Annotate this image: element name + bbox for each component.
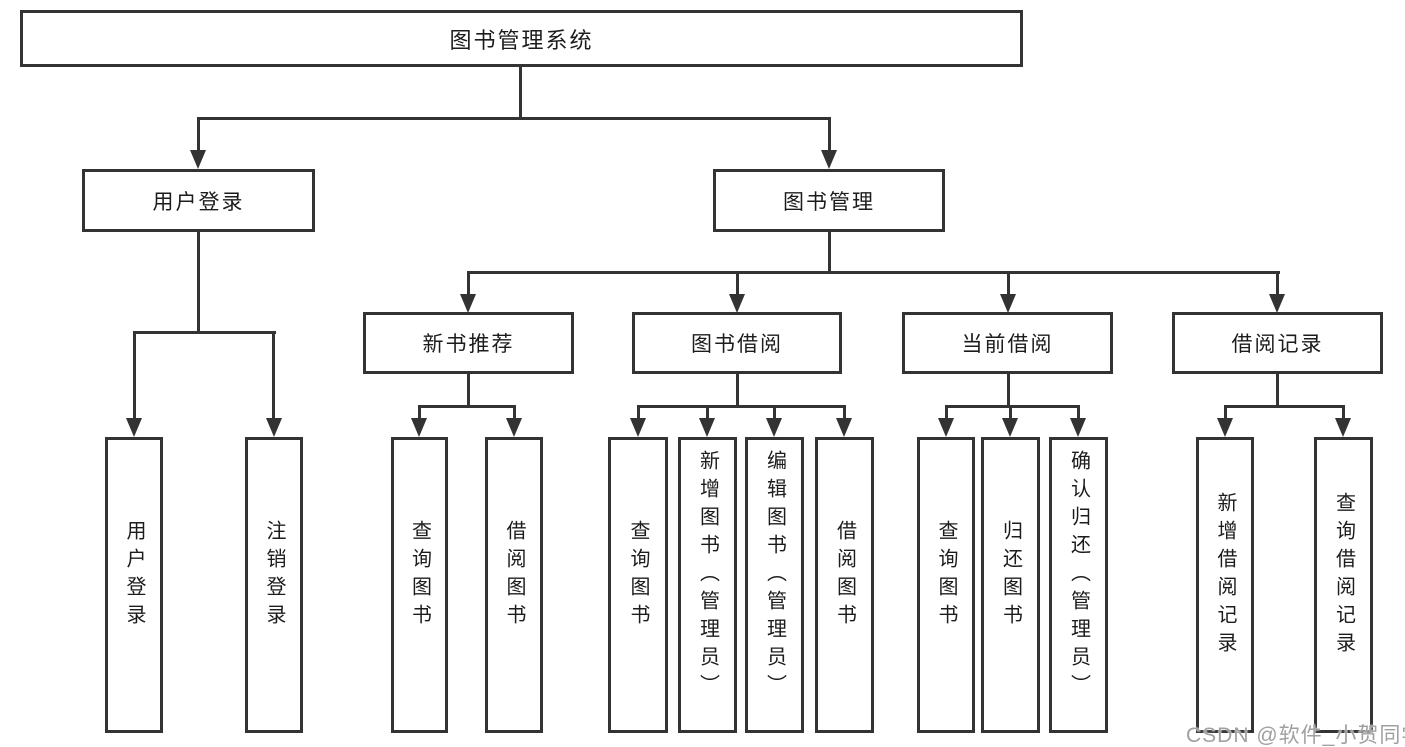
connector-line [945, 405, 948, 419]
node-logout: 注销登录 [245, 437, 303, 733]
node-user-login-leaf: 用户登录 [105, 437, 163, 733]
connector-line [197, 117, 831, 120]
connector-line [467, 271, 1280, 274]
arrow-down-icon [821, 150, 837, 169]
arrow-down-icon [1002, 418, 1018, 437]
arrow-down-icon [266, 418, 282, 437]
arrow-down-icon [460, 294, 476, 313]
arrow-down-icon [1217, 418, 1233, 437]
connector-line [637, 405, 846, 408]
connector-line [1007, 271, 1010, 295]
node-nb-query-books: 查询图书 [391, 437, 448, 733]
node-bb-borrow-books: 借阅图书 [815, 437, 874, 733]
connector-line [197, 117, 200, 151]
arrow-down-icon [1269, 294, 1285, 313]
arrow-down-icon [1335, 418, 1351, 437]
node-book-borrowing: 图书借阅 [632, 312, 842, 374]
arrow-down-icon [729, 294, 745, 313]
connector-line [467, 271, 470, 295]
node-new-book-recommendation: 新书推荐 [363, 312, 574, 374]
node-borrowing-records: 借阅记录 [1172, 312, 1383, 374]
node-cb-query-books: 查询图书 [917, 437, 975, 733]
connector-line [197, 232, 200, 334]
node-user-login: 用户登录 [82, 169, 315, 232]
connector-line [1276, 271, 1279, 295]
arrow-down-icon [938, 418, 954, 437]
connector-line [637, 405, 640, 419]
node-br-query-borrow-record: 查询借阅记录 [1314, 437, 1373, 733]
connector-line [133, 331, 276, 334]
node-nb-borrow-books: 借阅图书 [485, 437, 543, 733]
node-br-add-borrow-record: 新增借阅记录 [1196, 437, 1254, 733]
connector-line [843, 405, 846, 419]
connector-line [828, 232, 831, 274]
arrow-down-icon [190, 150, 206, 169]
connector-line [945, 405, 1080, 408]
arrow-down-icon [126, 418, 142, 437]
connector-line [1009, 405, 1012, 419]
connector-line [467, 374, 470, 408]
node-book-management: 图书管理 [713, 169, 945, 232]
connector-line [133, 331, 136, 419]
csdn-watermark: CSDN @软件_小贺同学 [1186, 724, 1405, 747]
node-bb-query-books: 查询图书 [608, 437, 668, 733]
arrow-down-icon [1000, 294, 1016, 313]
connector-line [1007, 374, 1010, 408]
connector-line [272, 331, 275, 419]
node-current-borrowing: 当前借阅 [902, 312, 1113, 374]
arrow-down-icon [630, 418, 646, 437]
arrow-down-icon [836, 418, 852, 437]
connector-line [418, 405, 516, 408]
connector-line [1224, 405, 1345, 408]
connector-line [1077, 405, 1080, 419]
node-bb-edit-books-admin: 编辑图书（管理员） [745, 437, 804, 733]
connector-line [519, 67, 522, 118]
arrow-down-icon [411, 418, 427, 437]
connector-line [736, 271, 739, 295]
connector-line [513, 405, 516, 419]
arrow-down-icon [699, 418, 715, 437]
arrow-down-icon [1070, 418, 1086, 437]
arrow-down-icon [506, 418, 522, 437]
node-library-management-system: 图书管理系统 [20, 10, 1023, 67]
connector-line [418, 405, 421, 419]
connector-line [706, 405, 709, 419]
connector-line [1276, 374, 1279, 408]
connector-line [1342, 405, 1345, 419]
node-cb-confirm-return-admin: 确认归还（管理员） [1049, 437, 1108, 733]
node-bb-add-books-admin: 新增图书（管理员） [678, 437, 737, 733]
arrow-down-icon [766, 418, 782, 437]
connector-line [773, 405, 776, 419]
connector-line [1224, 405, 1227, 419]
connector-line [828, 117, 831, 151]
node-cb-return-books: 归还图书 [981, 437, 1040, 733]
connector-line [736, 374, 739, 408]
